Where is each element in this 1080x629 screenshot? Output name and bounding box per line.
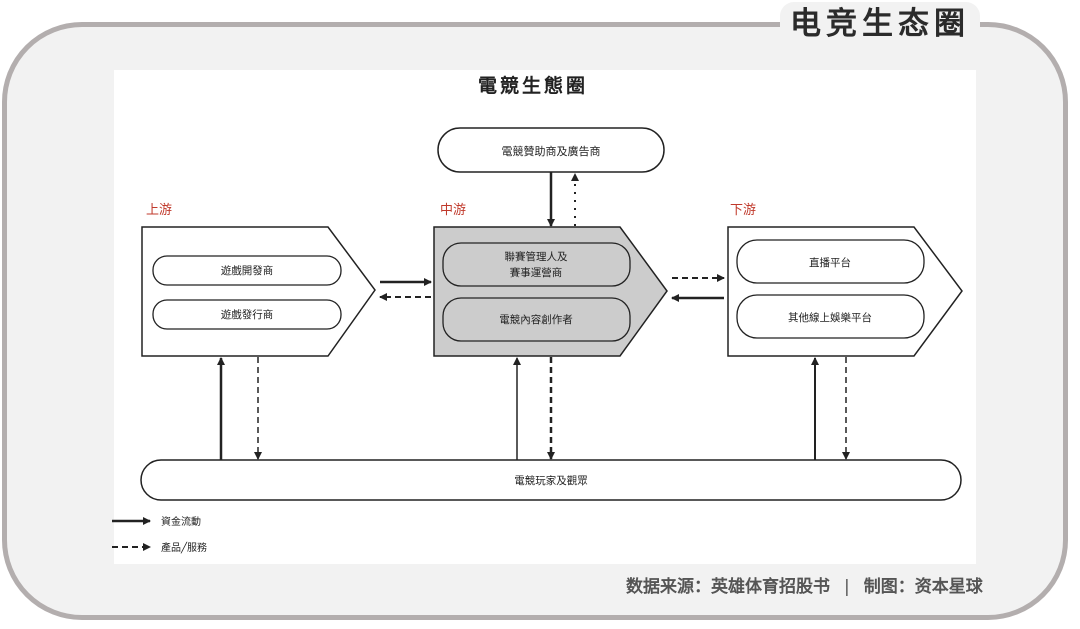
sponsor-label: 電競贊助商及廣告商 — [502, 144, 601, 158]
midstream-label: 中游 — [440, 203, 466, 218]
players-box — [140, 459, 962, 501]
midstream-item-box — [442, 297, 631, 342]
upstream-item-box — [152, 255, 342, 286]
downstream-label: 下游 — [730, 203, 756, 218]
legend-money-label: 資金流動 — [161, 515, 201, 528]
upstream-item-developer: 遊戲開發商 — [221, 264, 274, 277]
footer-credit: 制图：资本星球 — [863, 577, 983, 597]
downstream-item-live: 直播平台 — [809, 256, 851, 269]
legend-product-label: 產品╱服務 — [161, 541, 207, 554]
diagram-title: 電競生態圈 — [478, 74, 588, 97]
title-tab — [780, 2, 980, 46]
footer: 数据来源：英雄体育招股书 | 制图：资本星球 — [626, 572, 983, 597]
downstream-item-box — [736, 239, 925, 284]
downstream-item-entertainment: 其他線上娛樂平台 — [788, 311, 872, 324]
upstream-block — [141, 226, 376, 357]
midstream-item-creator: 電競內容創作者 — [499, 313, 573, 326]
upstream-item-box — [152, 299, 342, 330]
upstream-label: 上游 — [146, 203, 172, 218]
players-label: 電競玩家及觀眾 — [514, 474, 588, 487]
page-title: 电竞生态圈 — [790, 6, 970, 42]
footer-source: 数据来源：英雄体育招股书 — [626, 577, 830, 597]
midstream-item-league-1: 聯賽管理人及 — [505, 250, 568, 263]
footer-separator: | — [844, 577, 850, 597]
midstream-item-box — [442, 242, 631, 287]
downstream-item-box — [736, 294, 925, 339]
midstream-item-league-2: 賽事運營商 — [510, 266, 563, 279]
upstream-item-publisher: 遊戲發行商 — [221, 308, 274, 321]
